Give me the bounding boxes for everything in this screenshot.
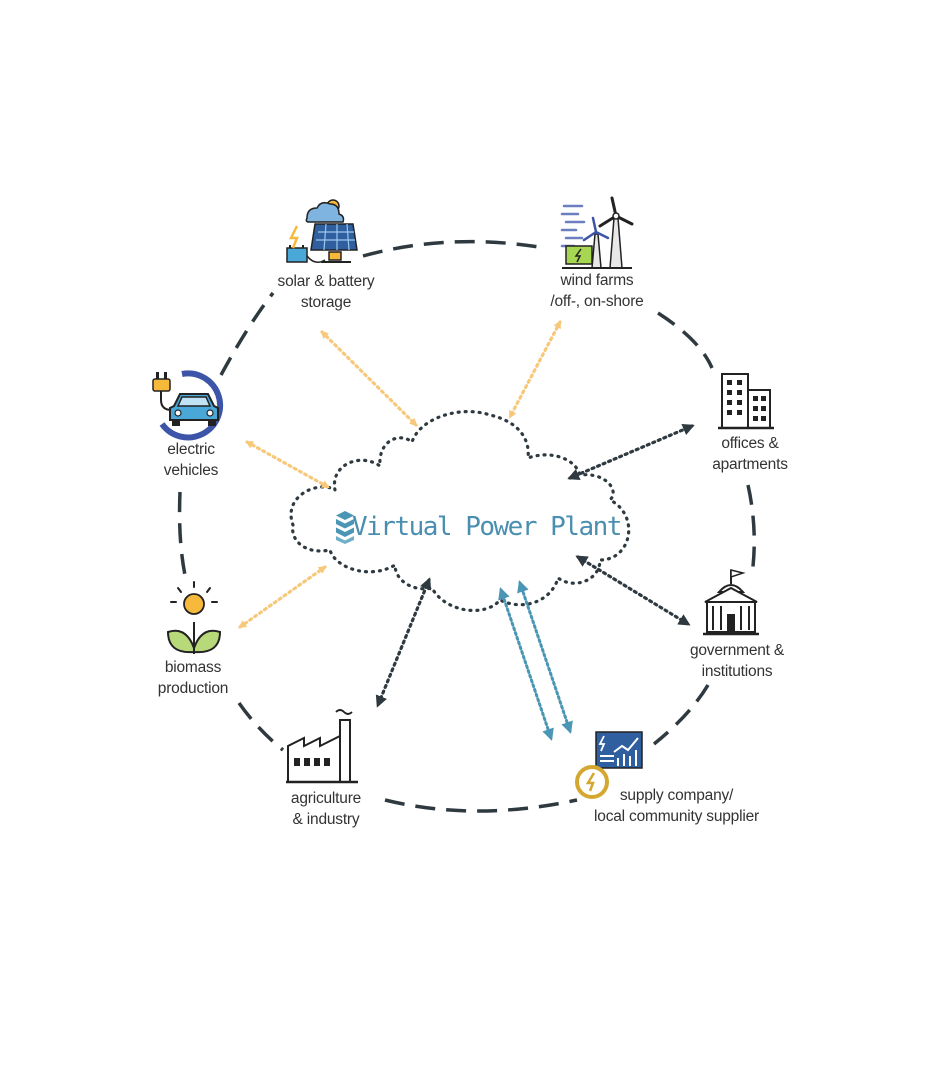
label-supply: supply company/ local community supplier	[574, 785, 779, 827]
arrow-solar	[320, 330, 418, 427]
label-supply-line1: supply company/	[619, 787, 734, 804]
label-biomass-line2: production	[157, 680, 229, 697]
label-solar-line2: storage	[300, 294, 352, 311]
renewable-arrows	[238, 320, 562, 629]
label-solar: solar & battery storage	[256, 271, 396, 313]
factory-icon	[286, 709, 358, 784]
vpp-title: Virtual Power Plant	[352, 512, 622, 542]
label-agriculture-line2: & industry	[292, 811, 360, 828]
label-government: government & institutions	[672, 640, 802, 682]
label-biomass: biomass production	[138, 657, 248, 699]
label-offices: offices & apartments	[690, 433, 810, 475]
arrow-government	[575, 555, 691, 626]
label-wind: wind farms /off-, on-shore	[527, 270, 667, 312]
label-supply-line2: local community supplier	[594, 808, 759, 825]
electric-car-icon	[152, 370, 224, 441]
label-agriculture-line1: agriculture	[290, 790, 362, 807]
arrow-biomass	[238, 565, 327, 629]
arrow-supply-2	[517, 580, 573, 734]
arrow-supply-1	[498, 587, 554, 741]
supplier-arrows	[498, 580, 573, 741]
dashed-ring	[177, 239, 756, 813]
arrow-offices	[567, 424, 695, 480]
label-solar-line1: solar & battery	[277, 273, 375, 290]
supply-meter-icon	[575, 731, 643, 799]
government-building-icon	[703, 569, 759, 636]
arrow-agriculture	[375, 577, 432, 708]
label-ev-line2: vehicles	[163, 462, 219, 479]
label-offices-line2: apartments	[712, 456, 788, 473]
arrow-ev	[245, 440, 330, 489]
label-wind-line1: wind farms	[560, 272, 634, 289]
solar-battery-icon	[286, 199, 358, 263]
consumer-arrows	[375, 424, 695, 708]
biomass-plant-icon	[166, 581, 222, 654]
label-biomass-line1: biomass	[164, 659, 222, 676]
label-wind-line2: /off-, on-shore	[550, 293, 644, 310]
label-offices-line1: offices &	[721, 435, 779, 452]
label-government-line2: institutions	[701, 663, 773, 680]
label-government-line1: government &	[689, 642, 785, 659]
label-ev: electric vehicles	[136, 439, 246, 481]
wind-farm-icon	[560, 196, 634, 269]
server-stack-icon	[336, 511, 354, 544]
office-building-icon	[718, 373, 774, 430]
arrow-wind	[508, 320, 562, 419]
label-agriculture: agriculture & industry	[266, 788, 386, 830]
label-ev-line1: electric	[167, 441, 215, 458]
